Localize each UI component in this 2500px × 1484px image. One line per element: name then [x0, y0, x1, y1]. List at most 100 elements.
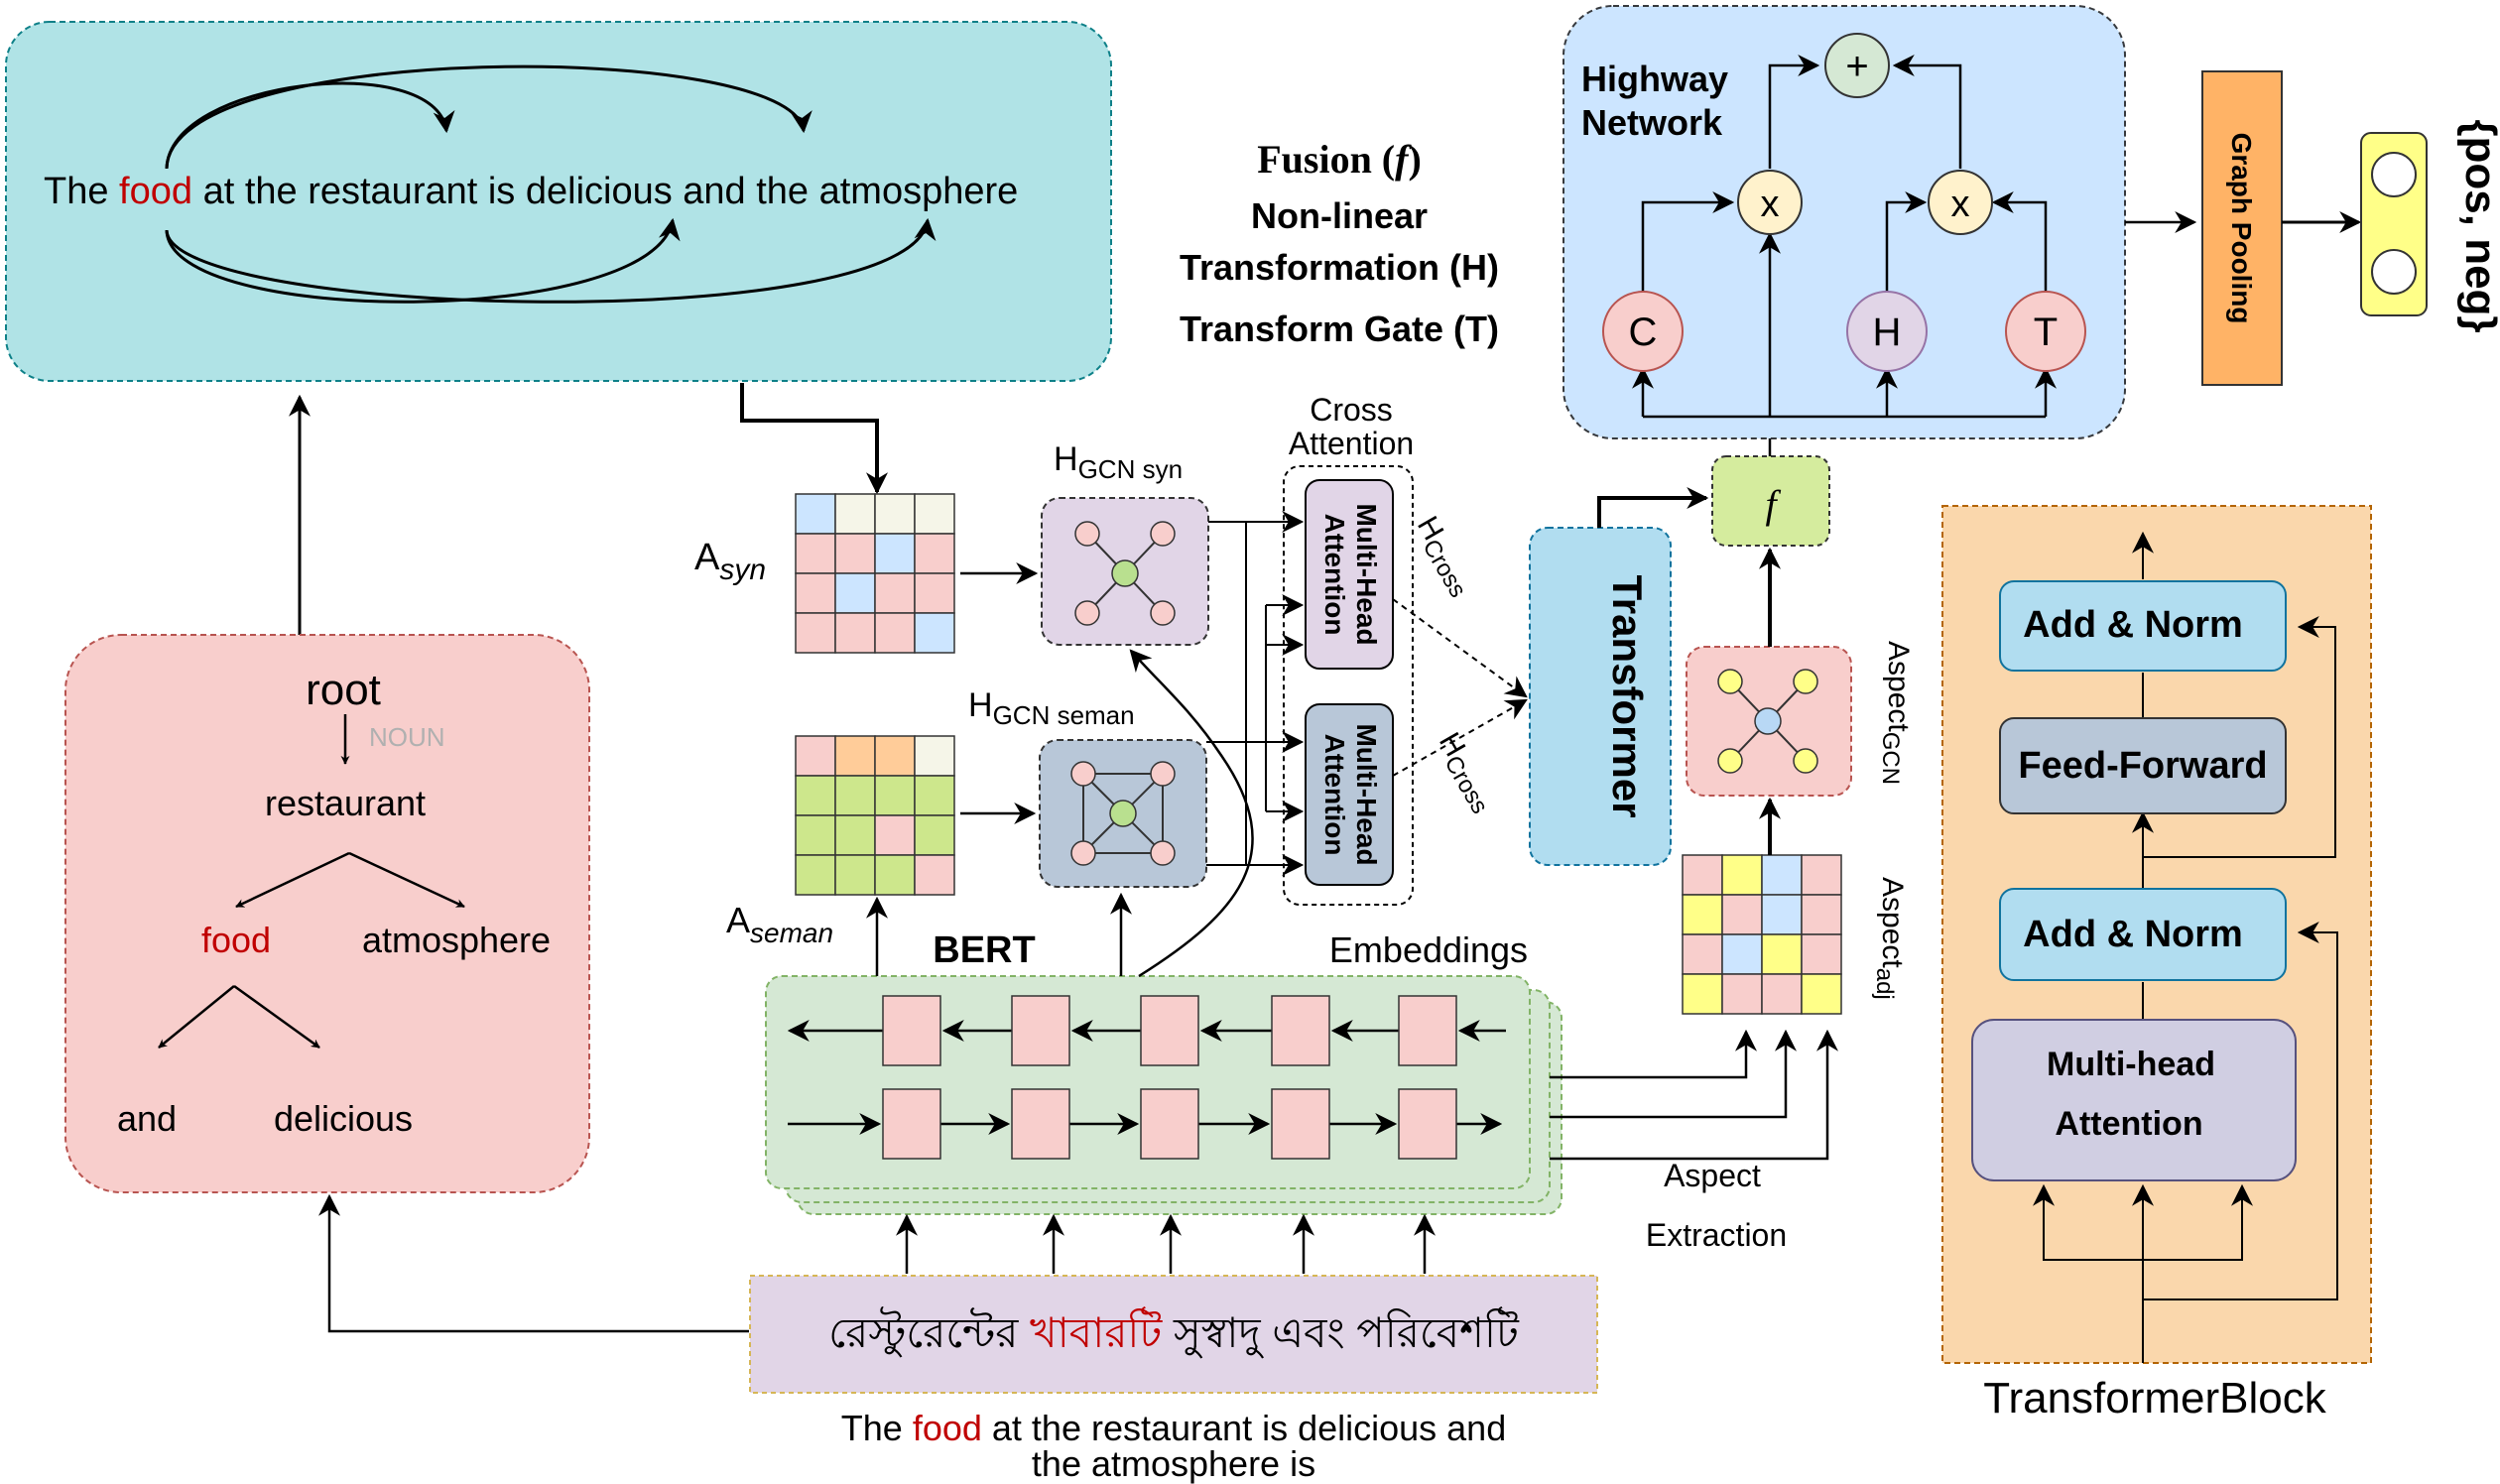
transformer-block-title: TransformerBlock: [1983, 1374, 2327, 1422]
a-syn-cell: [874, 493, 916, 535]
a-syn-cell: [914, 612, 955, 654]
cross-attention-l2: Attention: [1289, 426, 1414, 461]
t-node-label: T: [2034, 310, 2058, 354]
gcn-syn-node: [1150, 600, 1176, 626]
aspect-adj-cell: [1801, 894, 1842, 935]
bengali-to-tree-arrow: [318, 1193, 749, 1333]
bert-to-aspect-2: [1550, 1029, 1797, 1119]
fusion-title: Fusion (f): [1257, 137, 1422, 182]
gcn-seman-node: [1070, 840, 1096, 866]
a-seman-cell: [795, 735, 836, 777]
multiply-right-symbol: x: [1951, 184, 1970, 225]
multiply-node-left: [1737, 170, 1803, 235]
highway-label-l1: Highway: [1581, 59, 1728, 99]
aspect-adj-cell: [1682, 973, 1723, 1015]
a-seman-cell: [914, 775, 955, 816]
a-seman-cell: [834, 735, 876, 777]
gcn-to-mha-routing: [1206, 511, 1305, 876]
tree-restaurant: restaurant: [265, 783, 426, 823]
bert-cell-top: [882, 995, 941, 1066]
add-norm-bottom: [1999, 888, 2287, 981]
c-node: [1602, 291, 1684, 372]
a-seman-cell: [914, 735, 955, 777]
aspect-adj-cell: [1682, 854, 1723, 896]
hgcn-syn-graph: [1074, 521, 1176, 626]
a-syn-cell: [834, 533, 876, 574]
aspect-extraction-l2: Extraction: [1646, 1217, 1787, 1253]
a-syn-cell: [834, 612, 876, 654]
mha-syn-box: [1305, 479, 1394, 670]
plus-node: [1824, 33, 1890, 98]
tree-edge-atmosphere: [348, 851, 465, 909]
bert-to-aspect-1: [1550, 1029, 1757, 1079]
aspect-adj-cell: [1761, 854, 1803, 896]
embeddings-label: Embeddings: [1329, 929, 1528, 970]
graph-pooling-box: [2201, 70, 2283, 386]
dep-arc-3: [165, 217, 681, 304]
a-seman-cell: [874, 814, 916, 856]
tree-delicious: delicious: [274, 1098, 413, 1139]
gcn-aspect-node: [1717, 748, 1743, 774]
bert-label: BERT: [933, 929, 1035, 971]
a-syn-cell: [914, 572, 955, 614]
h-node-label: H: [1873, 310, 1902, 354]
gcn-seman-hub: [1109, 800, 1137, 827]
bert-cell-bottom: [1271, 1088, 1330, 1160]
a-seman-cell: [874, 735, 916, 777]
bert-to-aspect-3: [1550, 1029, 1838, 1161]
a-seman-cell: [914, 814, 955, 856]
translation-line-1: The food at the restaurant is delicious …: [841, 1408, 1506, 1448]
tree-food: food: [201, 920, 271, 960]
a-syn-cell: [834, 493, 876, 535]
add-norm-bottom-label: Add & Norm: [2023, 914, 2243, 955]
aspect-adj-cell: [1761, 894, 1803, 935]
a-seman-matrix: [795, 735, 955, 896]
tree-edge-food: [235, 851, 350, 909]
a-seman-cell: [795, 775, 836, 816]
dependency-tree-panel: [64, 634, 590, 1193]
transformer-label: Transformer: [1604, 574, 1651, 817]
nonlinear-l2: Transformation (H): [1180, 247, 1499, 288]
aspect-extraction-l1: Aspect: [1664, 1158, 1761, 1193]
highway-connections: [1632, 55, 2197, 419]
a-syn-cell: [795, 572, 836, 614]
output-neuron-neg: [2371, 249, 2417, 295]
a-syn-cell: [874, 533, 916, 574]
gcn-seman-node: [1150, 840, 1176, 866]
mha-syn-text: Multi-HeadAttention: [1319, 503, 1382, 645]
a-syn-label: Asyn: [694, 537, 766, 586]
gcn-syn-node: [1074, 600, 1100, 626]
feed-forward-box: [1999, 717, 2287, 814]
sentence-to-asyn-arrow: [740, 383, 888, 495]
bengali-text: রেস্টুরেন্টের খাবারটি সুস্বাদু এবং পরিবে…: [828, 1306, 1520, 1359]
mha-seman-to-transformer: [1392, 698, 1528, 777]
bert-cell-top: [1398, 995, 1457, 1066]
gcn-aspect-node: [1793, 669, 1818, 694]
aspect-adj-cell: [1761, 973, 1803, 1015]
tree-root: root: [306, 666, 381, 714]
hcross-label-1: HCross: [1407, 511, 1481, 602]
a-seman-cell: [795, 814, 836, 856]
sentence-panel: [5, 21, 1112, 382]
aspect-adj-label: Aspectadj: [1871, 877, 1909, 1000]
gcn-seman-node: [1070, 761, 1096, 787]
a-seman-cell: [834, 854, 876, 896]
aspect-adj-cell: [1721, 933, 1763, 975]
a-seman-label: Aseman: [726, 900, 833, 948]
aspect-adj-cell: [1801, 933, 1842, 975]
plus-symbol: +: [1845, 45, 1868, 88]
tree-edge-delicious: [233, 984, 320, 1050]
bert-cell-bottom: [882, 1088, 941, 1160]
hgcn-syn-label: HGCN syn: [1054, 440, 1183, 484]
output-neuron-pos: [2371, 152, 2417, 197]
a-syn-matrix: [795, 493, 955, 654]
bert-cell-bottom: [1140, 1088, 1199, 1160]
bert-cell-top: [1140, 995, 1199, 1066]
c-node-label: C: [1629, 310, 1658, 354]
mha-block-l1: Multi-head: [2047, 1046, 2215, 1083]
output-label: {pos, neg}: [2456, 119, 2500, 332]
sentence-text: The food at the restaurant is delicious …: [44, 171, 1018, 212]
hgcn-seman-label: HGCN seman: [968, 686, 1135, 730]
a-syn-cell: [795, 493, 836, 535]
